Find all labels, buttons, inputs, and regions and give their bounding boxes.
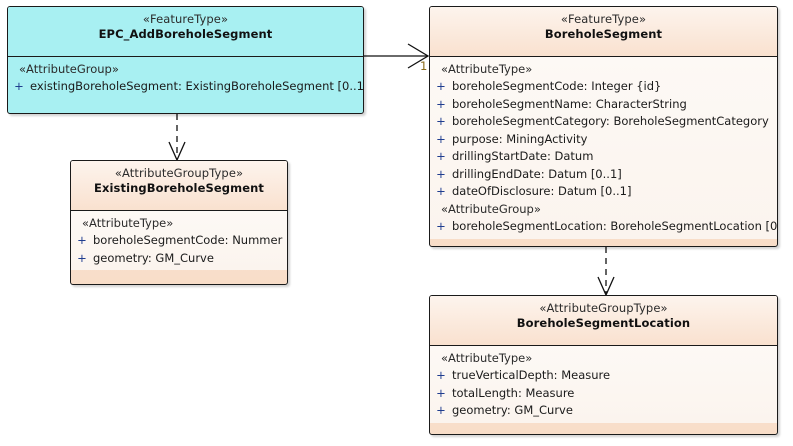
visibility-marker: + — [14, 79, 24, 94]
attribute-label: boreholeSegmentLocation: BoreholeSegment… — [452, 219, 778, 234]
visibility-marker: + — [436, 368, 446, 383]
attribute-label: drillingStartDate: Datum — [452, 149, 594, 164]
attribute-label: existingBoreholeSegment: ExistingBorehol… — [30, 79, 364, 94]
class-stereotype: «FeatureType» — [560, 12, 647, 26]
attribute-row[interactable]: + boreholeSegmentCode: Integer {id} — [430, 78, 777, 95]
attribute-row[interactable]: + trueVerticalDepth: Measure — [430, 367, 777, 384]
visibility-marker: + — [436, 96, 446, 111]
class-body-borehole-segment: «AttributeType» + boreholeSegmentCode: I… — [430, 57, 777, 239]
compartment-label-attributegroup: «AttributeGroup» — [19, 62, 119, 76]
visibility-marker: + — [77, 233, 87, 248]
class-header-borehole-segment: «FeatureType» BoreholeSegment — [430, 7, 777, 57]
attribute-label: geometry: GM_Curve — [93, 250, 214, 265]
visibility-marker: + — [436, 114, 446, 129]
attribute-row[interactable]: + purpose: MiningActivity — [430, 131, 777, 148]
attribute-label: dateOfDisclosure: Datum [0..1] — [452, 184, 632, 199]
connector-dependency-epc-to-existingboreholesegment[interactable] — [168, 114, 186, 162]
class-body-existing-borehole-segment: «AttributeType» + boreholeSegmentCode: N… — [71, 211, 287, 271]
class-name: ExistingBoreholeSegment — [94, 181, 264, 196]
compartment-label-attributetype: «AttributeType» — [441, 62, 533, 76]
visibility-marker: + — [436, 149, 446, 164]
connector-association-epc-to-boreholesegment[interactable] — [364, 43, 430, 69]
attribute-row[interactable]: + boreholeSegmentCategory: BoreholeSegme… — [430, 113, 777, 130]
class-header-epc-add-borehole-segment: «FeatureType» EPC_AddBoreholeSegment — [8, 7, 363, 57]
attribute-label: boreholeSegmentCode: Integer {id} — [452, 79, 662, 94]
class-name: BoreholeSegment — [544, 27, 663, 42]
attribute-row[interactable]: + totalLength: Measure — [430, 385, 777, 402]
class-box-epc-add-borehole-segment[interactable]: «FeatureType» EPC_AddBoreholeSegment «At… — [7, 6, 364, 114]
visibility-marker: + — [436, 79, 446, 94]
visibility-marker: + — [436, 131, 446, 146]
attribute-label: boreholeSegmentCategory: BoreholeSegment… — [452, 114, 769, 129]
class-body-epc-add-borehole-segment: «AttributeGroup» + existingBoreholeSegme… — [8, 57, 363, 99]
multiplicity-label-target: 1 — [420, 59, 428, 73]
class-stereotype: «FeatureType» — [142, 12, 229, 26]
compartment-label-attributetype: «AttributeType» — [441, 351, 533, 365]
class-header-existing-borehole-segment: «AttributeGroupType» ExistingBoreholeSeg… — [71, 161, 287, 211]
visibility-marker: + — [436, 385, 446, 400]
class-box-borehole-segment-location[interactable]: «AttributeGroupType» BoreholeSegmentLoca… — [429, 295, 778, 435]
attribute-label: purpose: MiningActivity — [452, 131, 588, 146]
visibility-marker: + — [436, 219, 446, 234]
attribute-row[interactable]: + boreholeSegmentCode: Nummer — [71, 232, 287, 249]
attribute-label: totalLength: Measure — [452, 385, 575, 400]
class-name: EPC_AddBoreholeSegment — [98, 27, 273, 42]
attribute-row[interactable]: + boreholeSegmentLocation: BoreholeSegme… — [430, 218, 777, 235]
attribute-row[interactable]: + dateOfDisclosure: Datum [0..1] — [430, 183, 777, 200]
attribute-row[interactable]: + boreholeSegmentName: CharacterString — [430, 96, 777, 113]
attribute-label: drillingEndDate: Datum [0..1] — [452, 166, 622, 181]
class-box-existing-borehole-segment[interactable]: «AttributeGroupType» ExistingBoreholeSeg… — [70, 160, 288, 285]
attribute-label: geometry: GM_Curve — [452, 403, 573, 418]
class-body-borehole-segment-location: «AttributeType» + trueVerticalDepth: Mea… — [430, 346, 777, 423]
attribute-label: trueVerticalDepth: Measure — [452, 368, 611, 383]
connector-dependency-boreholesegment-to-location[interactable] — [597, 247, 615, 297]
compartment-label-attributetype: «AttributeType» — [82, 216, 174, 230]
visibility-marker: + — [436, 403, 446, 418]
attribute-row[interactable]: + geometry: GM_Curve — [71, 250, 287, 267]
attribute-label: boreholeSegmentCode: Nummer — [93, 233, 283, 248]
visibility-marker: + — [436, 184, 446, 199]
class-stereotype: «AttributeGroupType» — [114, 166, 244, 180]
attribute-row[interactable]: + existingBoreholeSegment: ExistingBoreh… — [8, 78, 363, 95]
attribute-row[interactable]: + geometry: GM_Curve — [430, 402, 777, 419]
class-header-borehole-segment-location: «AttributeGroupType» BoreholeSegmentLoca… — [430, 296, 777, 346]
class-box-borehole-segment[interactable]: «FeatureType» BoreholeSegment «Attribute… — [429, 6, 778, 247]
attribute-row[interactable]: + drillingStartDate: Datum — [430, 148, 777, 165]
visibility-marker: + — [436, 166, 446, 181]
compartment-label-attributegroup: «AttributeGroup» — [441, 201, 541, 216]
class-name: BoreholeSegmentLocation — [516, 316, 691, 331]
visibility-marker: + — [77, 250, 87, 265]
attribute-label: boreholeSegmentName: CharacterString — [452, 96, 687, 111]
class-stereotype: «AttributeGroupType» — [539, 301, 668, 315]
attribute-row[interactable]: + drillingEndDate: Datum [0..1] — [430, 166, 777, 183]
